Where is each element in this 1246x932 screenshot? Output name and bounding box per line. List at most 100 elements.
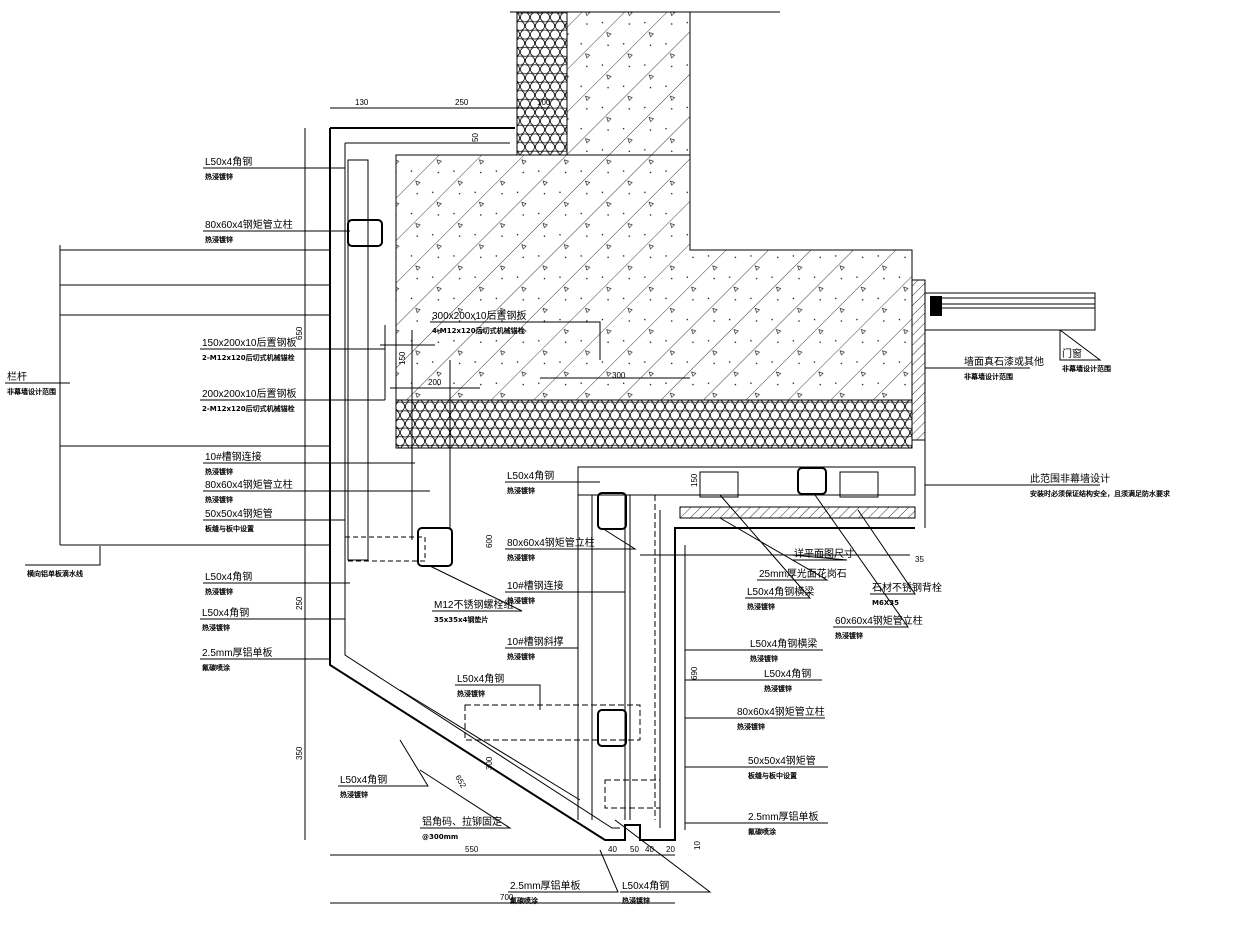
dimension-value: 150 [690, 473, 699, 487]
dimension-value: 600 [485, 534, 494, 548]
leader-line [791, 554, 848, 561]
label-title: L50x4角钢 [622, 879, 669, 892]
dimension-value: 40 [645, 845, 654, 854]
label-title: 80x60x4钢矩管立柱 [205, 478, 293, 491]
label-title: 墙面真石漆或其他 [964, 355, 1044, 368]
dimension-value: 550 [465, 845, 479, 854]
leader-line [455, 684, 541, 710]
label-note: 热浸镀锌 [507, 596, 535, 605]
label-note: 氟碳喷涂 [748, 827, 776, 836]
label-note: 热浸镀锌 [750, 654, 778, 663]
dimension-value: 652 [453, 774, 468, 791]
label-note: 热浸镀锌 [205, 467, 233, 476]
label-title: L50x4角钢 [205, 155, 252, 168]
leader-line [508, 849, 619, 893]
label-title: 80x60x4钢矩管立柱 [507, 536, 595, 549]
label-title: 详平面图尺寸 [794, 547, 854, 560]
label-note: 35x35x4钢垫片 [434, 615, 488, 624]
label-note: 热浸镀锌 [835, 631, 863, 640]
label-note: 热浸镀锌 [205, 235, 233, 244]
label-note: 板缝与板中设置 [205, 524, 254, 533]
label-title: 门窗 [1062, 347, 1082, 360]
label-note: 热浸镀锌 [205, 495, 233, 504]
concrete-slab [395, 154, 926, 449]
label-title: 150x200x10后置钢板 [202, 336, 297, 349]
dimension-value: 50 [471, 133, 480, 142]
dimension-value: 40 [608, 845, 617, 854]
label-title: 栏杆 [7, 370, 27, 383]
leader-line [505, 529, 637, 550]
door-window-frame [924, 292, 1096, 331]
dimension-value: 350 [295, 746, 304, 760]
leader-line [25, 546, 101, 566]
label-note: 热浸镀锌 [507, 486, 535, 495]
label-note: 热浸镀锌 [764, 684, 792, 693]
dimension-value: 700 [500, 893, 514, 902]
label-note: 非幕墙设计范围 [1062, 364, 1111, 373]
leader-line [857, 509, 916, 595]
dimension-value: 690 [690, 666, 699, 680]
label-title: L50x4角钢 [764, 667, 811, 680]
label-note: 非幕墙设计范围 [7, 387, 56, 396]
label-title: 10#槽钢斜撑 [507, 635, 564, 648]
label-note: 板缝与板中设置 [748, 771, 797, 780]
leader-line [719, 494, 812, 599]
label-title: 此范围非幕墙设计 [1030, 472, 1110, 485]
label-note: 4-M12x120后切式机械锚栓 [432, 326, 525, 335]
label-note: 热浸镀锌 [737, 722, 765, 731]
leader-line [814, 494, 909, 628]
label-title: L50x4角钢 [205, 570, 252, 583]
label-title: L50x4角钢 [507, 469, 554, 482]
upper-wall [510, 11, 780, 156]
dimension-value: 20 [666, 845, 675, 854]
label-note: 热浸镀锌 [747, 602, 775, 611]
label-note: 安装时必须保证结构安全，且须满足防水要求 [1030, 489, 1171, 498]
leader-line [338, 739, 429, 787]
label-note: 热浸镀锌 [622, 896, 650, 905]
label-note: 热浸镀锌 [205, 172, 233, 181]
dimension-value: 100 [537, 98, 551, 107]
label-title: 80x60x4钢矩管立柱 [737, 705, 825, 718]
label-title: 80x60x4钢矩管立柱 [205, 218, 293, 231]
dimension-value: 35 [915, 555, 924, 564]
label-note: 横向铝单板滴水线 [27, 569, 83, 578]
label-note: 氟碳喷涂 [202, 663, 230, 672]
label-title: L50x4角钢 [457, 672, 504, 685]
label-note: @300mm [422, 833, 458, 841]
label-title: 25mm厚光面花岗石 [759, 567, 847, 580]
label-title: 2.5mm厚铝单板 [202, 646, 273, 659]
label-note: 热浸镀锌 [457, 689, 485, 698]
label-note: 热浸镀锌 [340, 790, 368, 799]
label-note: 热浸镀锌 [202, 623, 230, 632]
label-title: 300x200x10后置钢板 [432, 309, 527, 322]
label-title: 50x50x4钢矩管 [748, 754, 816, 767]
label-note: 热浸镀锌 [507, 553, 535, 562]
label-note: 2-M12x120后切式机械锚栓 [202, 404, 295, 413]
label-title: L50x4角钢 [202, 606, 249, 619]
label-title: M12不锈钢螺栓组 [434, 598, 513, 611]
label-title: 铝角码、拉铆固定 [422, 815, 502, 828]
label-note: 热浸镀锌 [507, 652, 535, 661]
label-title: 50x50x4钢矩管 [205, 507, 273, 520]
label-title: 10#槽钢连接 [507, 579, 564, 592]
dimension-value: 300 [485, 756, 494, 770]
dimension-value: 200 [428, 378, 442, 387]
dimension-value: 50 [630, 845, 639, 854]
label-title: 2.5mm厚铝单板 [748, 810, 819, 823]
label-title: L50x4角钢 [340, 773, 387, 786]
leader-line [614, 819, 712, 893]
leader-line [419, 769, 512, 829]
label-note: 热浸镀锌 [205, 587, 233, 596]
label-title: 石材不锈钢背栓 [872, 581, 942, 594]
leader-line [430, 321, 601, 360]
label-title: 60x60x4钢矩管立柱 [835, 614, 923, 627]
dimension-value: 650 [295, 326, 304, 340]
label-title: L50x4角钢横梁 [750, 637, 817, 650]
aluminum-cladding [329, 127, 915, 841]
dimension-value: 250 [295, 596, 304, 610]
label-title: 2.5mm厚铝单板 [510, 879, 581, 892]
dimension-value: 150 [398, 351, 407, 365]
